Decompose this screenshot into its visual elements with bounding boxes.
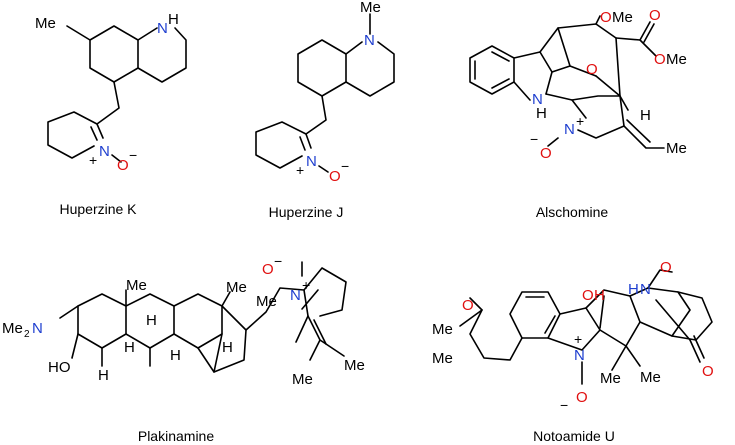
methyl-label: Me (35, 15, 56, 32)
c10-methyl-label: Me (126, 277, 147, 294)
negative-charge: − (530, 131, 538, 147)
nitrone-n-label: N (99, 143, 110, 160)
oxide-o-label: O (540, 145, 552, 162)
structure-alschomine: O Me O O Me O N H H N + − O Me Alschomin… (469, 7, 687, 220)
ester-me-label: Me (666, 51, 687, 68)
n-methyl-label: Me (360, 0, 381, 16)
nitrone-n-label: N (574, 347, 585, 364)
structure-huperzine-k: Me N H N + O − Huperzine K (35, 11, 187, 217)
positive-charge: + (576, 113, 584, 129)
structure-plakinamine: O − N + Me 2 N Me Me Me H H H H HO H Me … (2, 253, 365, 444)
amine-h-label: H (168, 11, 179, 28)
positive-charge: + (89, 152, 97, 168)
compound-name: Notoamide U (533, 428, 615, 444)
indoline-h-label: H (536, 105, 547, 122)
hydroxyl-label: HO (48, 359, 71, 376)
skeleton-bonds (59, 261, 347, 373)
gem-methyl-right: Me (640, 369, 661, 386)
bridgehead-h-label: H (640, 107, 651, 124)
positive-charge: + (296, 162, 304, 178)
skeleton-bonds (47, 25, 187, 163)
skeleton-bonds (255, 13, 395, 173)
c5-h-label: H (98, 367, 109, 384)
ester-carbonyl-o-label: O (649, 7, 661, 24)
hydroxyl-h-label: H (594, 287, 605, 304)
skeleton-bonds (469, 15, 665, 149)
oxide-o-label: O (117, 157, 129, 174)
c9-h-label: H (124, 339, 135, 356)
nitrone-n-label: N (564, 121, 575, 138)
compound-name: Huperzine K (59, 201, 137, 217)
c14-h-label: H (170, 347, 181, 364)
indoline-n-label: N (532, 91, 543, 108)
oxide-o-label: O (329, 168, 341, 185)
skeleton-bonds (459, 269, 713, 385)
nitrone-n-label: N (290, 287, 301, 304)
amine-n-label: N (364, 32, 375, 49)
structure-huperzine-j: Me N N + O − Huperzine J (255, 0, 395, 220)
ketone-o-upper: O (660, 259, 672, 276)
compound-name: Huperzine J (269, 204, 344, 220)
ring-ether-o-label: O (586, 61, 598, 78)
negative-charge: − (129, 147, 137, 163)
gem-methyl-left: Me (600, 370, 621, 387)
ketone-o-lower: O (702, 363, 714, 380)
ethylidene-me-label: Me (666, 140, 687, 157)
methoxy-me-label: Me (612, 9, 633, 26)
isopropylidene-me-left: Me (292, 371, 313, 388)
negative-charge: − (560, 397, 568, 413)
negative-charge: − (341, 158, 349, 174)
c8-h-label: H (146, 312, 157, 329)
hydroxyl-o-label: O (582, 287, 594, 304)
dimethylamino-me-label: Me (2, 320, 23, 337)
nitrone-n-label: N (306, 153, 317, 170)
oxide-o-label: O (576, 389, 588, 406)
pyran-o-label: O (462, 297, 474, 314)
positive-charge: + (302, 277, 310, 293)
gem-methyl-upper: Me (432, 321, 453, 338)
amide-n-label: N (640, 281, 651, 298)
c20-methyl-label: Me (256, 293, 277, 310)
compound-name: Plakinamine (138, 428, 214, 444)
c13-methyl-label: Me (226, 279, 247, 296)
amine-n-label: N (157, 20, 168, 37)
compound-name: Alschomine (536, 204, 609, 220)
c17-h-label: H (222, 339, 233, 356)
methoxy-o-label: O (600, 9, 612, 26)
gem-methyl-lower: Me (432, 350, 453, 367)
isopropylidene-me-right: Me (344, 357, 365, 374)
amide-h-label: H (628, 281, 639, 298)
ester-o-label: O (654, 51, 666, 68)
oxide-o-label: O (262, 261, 274, 278)
structure-notoamide-u: O Me Me O H H N O O N + O − Me Me Notoam… (432, 259, 714, 444)
dimethylamino-n-label: N (32, 320, 43, 337)
positive-charge: + (574, 331, 582, 347)
dimethylamino-subscript: 2 (24, 329, 30, 340)
negative-charge: − (274, 253, 282, 269)
